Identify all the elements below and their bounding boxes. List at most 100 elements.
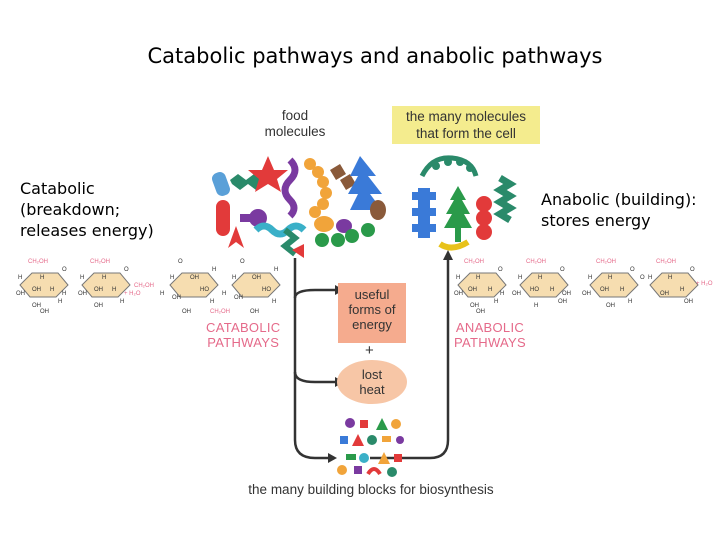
atom-label: H bbox=[170, 275, 174, 281]
atom-label: O bbox=[640, 275, 645, 281]
atom-label: H bbox=[62, 291, 66, 297]
atom-label: O bbox=[124, 267, 129, 273]
atom-label: OH bbox=[454, 291, 463, 297]
atom-label: H bbox=[80, 275, 84, 281]
atom-label: OH bbox=[190, 275, 199, 281]
atom-label: H bbox=[18, 275, 22, 281]
atom-label: H bbox=[120, 299, 124, 305]
atom-label: OH bbox=[94, 303, 103, 309]
atom-label: OH bbox=[78, 291, 87, 297]
atom-label: + H₂O bbox=[124, 291, 141, 297]
atom-label: H bbox=[488, 287, 492, 293]
atom-label: O bbox=[560, 267, 565, 273]
atom-label: O bbox=[498, 267, 503, 273]
food-molecules-label: food molecules bbox=[264, 108, 326, 139]
atom-label: H bbox=[628, 299, 632, 305]
pathway-diagram bbox=[212, 155, 517, 477]
atom-label: O bbox=[62, 267, 67, 273]
atom-label: OH bbox=[684, 299, 693, 305]
atom-label: O bbox=[240, 259, 245, 265]
food-molecules-cluster bbox=[212, 156, 386, 258]
anabolic-description: Anabolic (building): stores energy bbox=[541, 190, 697, 230]
atom-label: OH bbox=[476, 309, 485, 315]
atom-label: HO bbox=[530, 287, 539, 293]
atom-label: H bbox=[538, 275, 542, 281]
atom-label: OH bbox=[606, 303, 615, 309]
glucose-ring-shapes bbox=[19, 272, 281, 298]
atom-label: OH bbox=[16, 291, 25, 297]
plus-sign: + bbox=[365, 342, 374, 359]
atom-label: OH bbox=[470, 303, 479, 309]
atom-label: CH₂OH bbox=[28, 259, 48, 265]
atom-label: CH₂OH bbox=[210, 309, 230, 315]
glucose-ring-shapes bbox=[457, 272, 699, 298]
atom-label: OH bbox=[40, 309, 49, 315]
atom-label: OH bbox=[468, 287, 477, 293]
atom-label: H bbox=[668, 275, 672, 281]
atom-label: OH bbox=[234, 295, 243, 301]
atom-label: H bbox=[620, 287, 624, 293]
flow-arrows bbox=[293, 258, 450, 460]
atom-label: H bbox=[40, 275, 44, 281]
atom-label: H bbox=[456, 275, 460, 281]
atom-label: OH bbox=[182, 309, 191, 315]
building-blocks-label: the many building blocks for biosynthesi… bbox=[248, 482, 494, 497]
atom-label: H bbox=[102, 275, 106, 281]
atom-label: H bbox=[608, 275, 612, 281]
atom-label: O bbox=[690, 267, 695, 273]
atom-label: OH bbox=[172, 295, 181, 301]
atom-label: CH₂OH bbox=[526, 259, 546, 265]
atom-label: H bbox=[494, 299, 498, 305]
atom-label: H bbox=[58, 299, 62, 305]
atom-label: OH bbox=[252, 275, 261, 281]
atom-label: OH bbox=[32, 303, 41, 309]
arrow-heads bbox=[328, 250, 453, 463]
atom-label: H bbox=[274, 267, 278, 273]
useful-energy-box: useful forms of energy bbox=[338, 283, 406, 343]
atom-label: H bbox=[476, 275, 480, 281]
atom-label: H bbox=[222, 291, 226, 297]
atom-label: CH₂OH bbox=[596, 259, 616, 265]
atom-label: H bbox=[588, 275, 592, 281]
catabolic-pathways-label: CATABOLIC PATHWAYS bbox=[206, 320, 281, 350]
atom-label: CH₂OH bbox=[90, 259, 110, 265]
atom-label: OH bbox=[32, 287, 41, 293]
atom-label: HO bbox=[200, 287, 209, 293]
cell-molecules-label: the many molecules that form the cell bbox=[392, 106, 540, 144]
anabolic-pathways-label: ANABOLIC PATHWAYS bbox=[454, 320, 526, 350]
atom-label: CH₂OH bbox=[464, 259, 484, 265]
atom-label: OH bbox=[512, 291, 521, 297]
atom-label: H bbox=[210, 299, 214, 305]
atom-label: H bbox=[500, 291, 504, 297]
atom-label: H bbox=[50, 287, 54, 293]
atom-label: H bbox=[680, 287, 684, 293]
atom-label: H bbox=[212, 267, 216, 273]
atom-label: + H₂O bbox=[696, 281, 713, 287]
atom-label: OH bbox=[660, 291, 669, 297]
atom-label: OH bbox=[562, 291, 571, 297]
atom-label: O bbox=[178, 259, 183, 265]
lost-heat-oval: lost heat bbox=[337, 360, 407, 404]
atom-label: OH bbox=[600, 287, 609, 293]
atom-label: O bbox=[630, 267, 635, 273]
atom-label: H bbox=[550, 287, 554, 293]
atom-label: OH bbox=[250, 309, 259, 315]
cell-molecules-cluster bbox=[412, 155, 517, 251]
atom-label: H bbox=[518, 275, 522, 281]
building-blocks-cluster bbox=[337, 418, 404, 477]
page-title: Catabolic pathways and anabolic pathways bbox=[147, 44, 603, 68]
atom-label: H bbox=[272, 299, 276, 305]
atom-label: CH₂OH bbox=[656, 259, 676, 265]
atom-label: H bbox=[232, 275, 236, 281]
atom-label: HO bbox=[262, 287, 271, 293]
atom-label: H bbox=[648, 275, 652, 281]
atom-label: H bbox=[534, 303, 538, 309]
atom-label: OH bbox=[582, 291, 591, 297]
atom-label: CH₂OH bbox=[134, 283, 154, 289]
atom-label: H bbox=[112, 287, 116, 293]
atom-label: H bbox=[160, 291, 164, 297]
atom-label: OH bbox=[558, 299, 567, 305]
atom-label: OH bbox=[94, 287, 103, 293]
